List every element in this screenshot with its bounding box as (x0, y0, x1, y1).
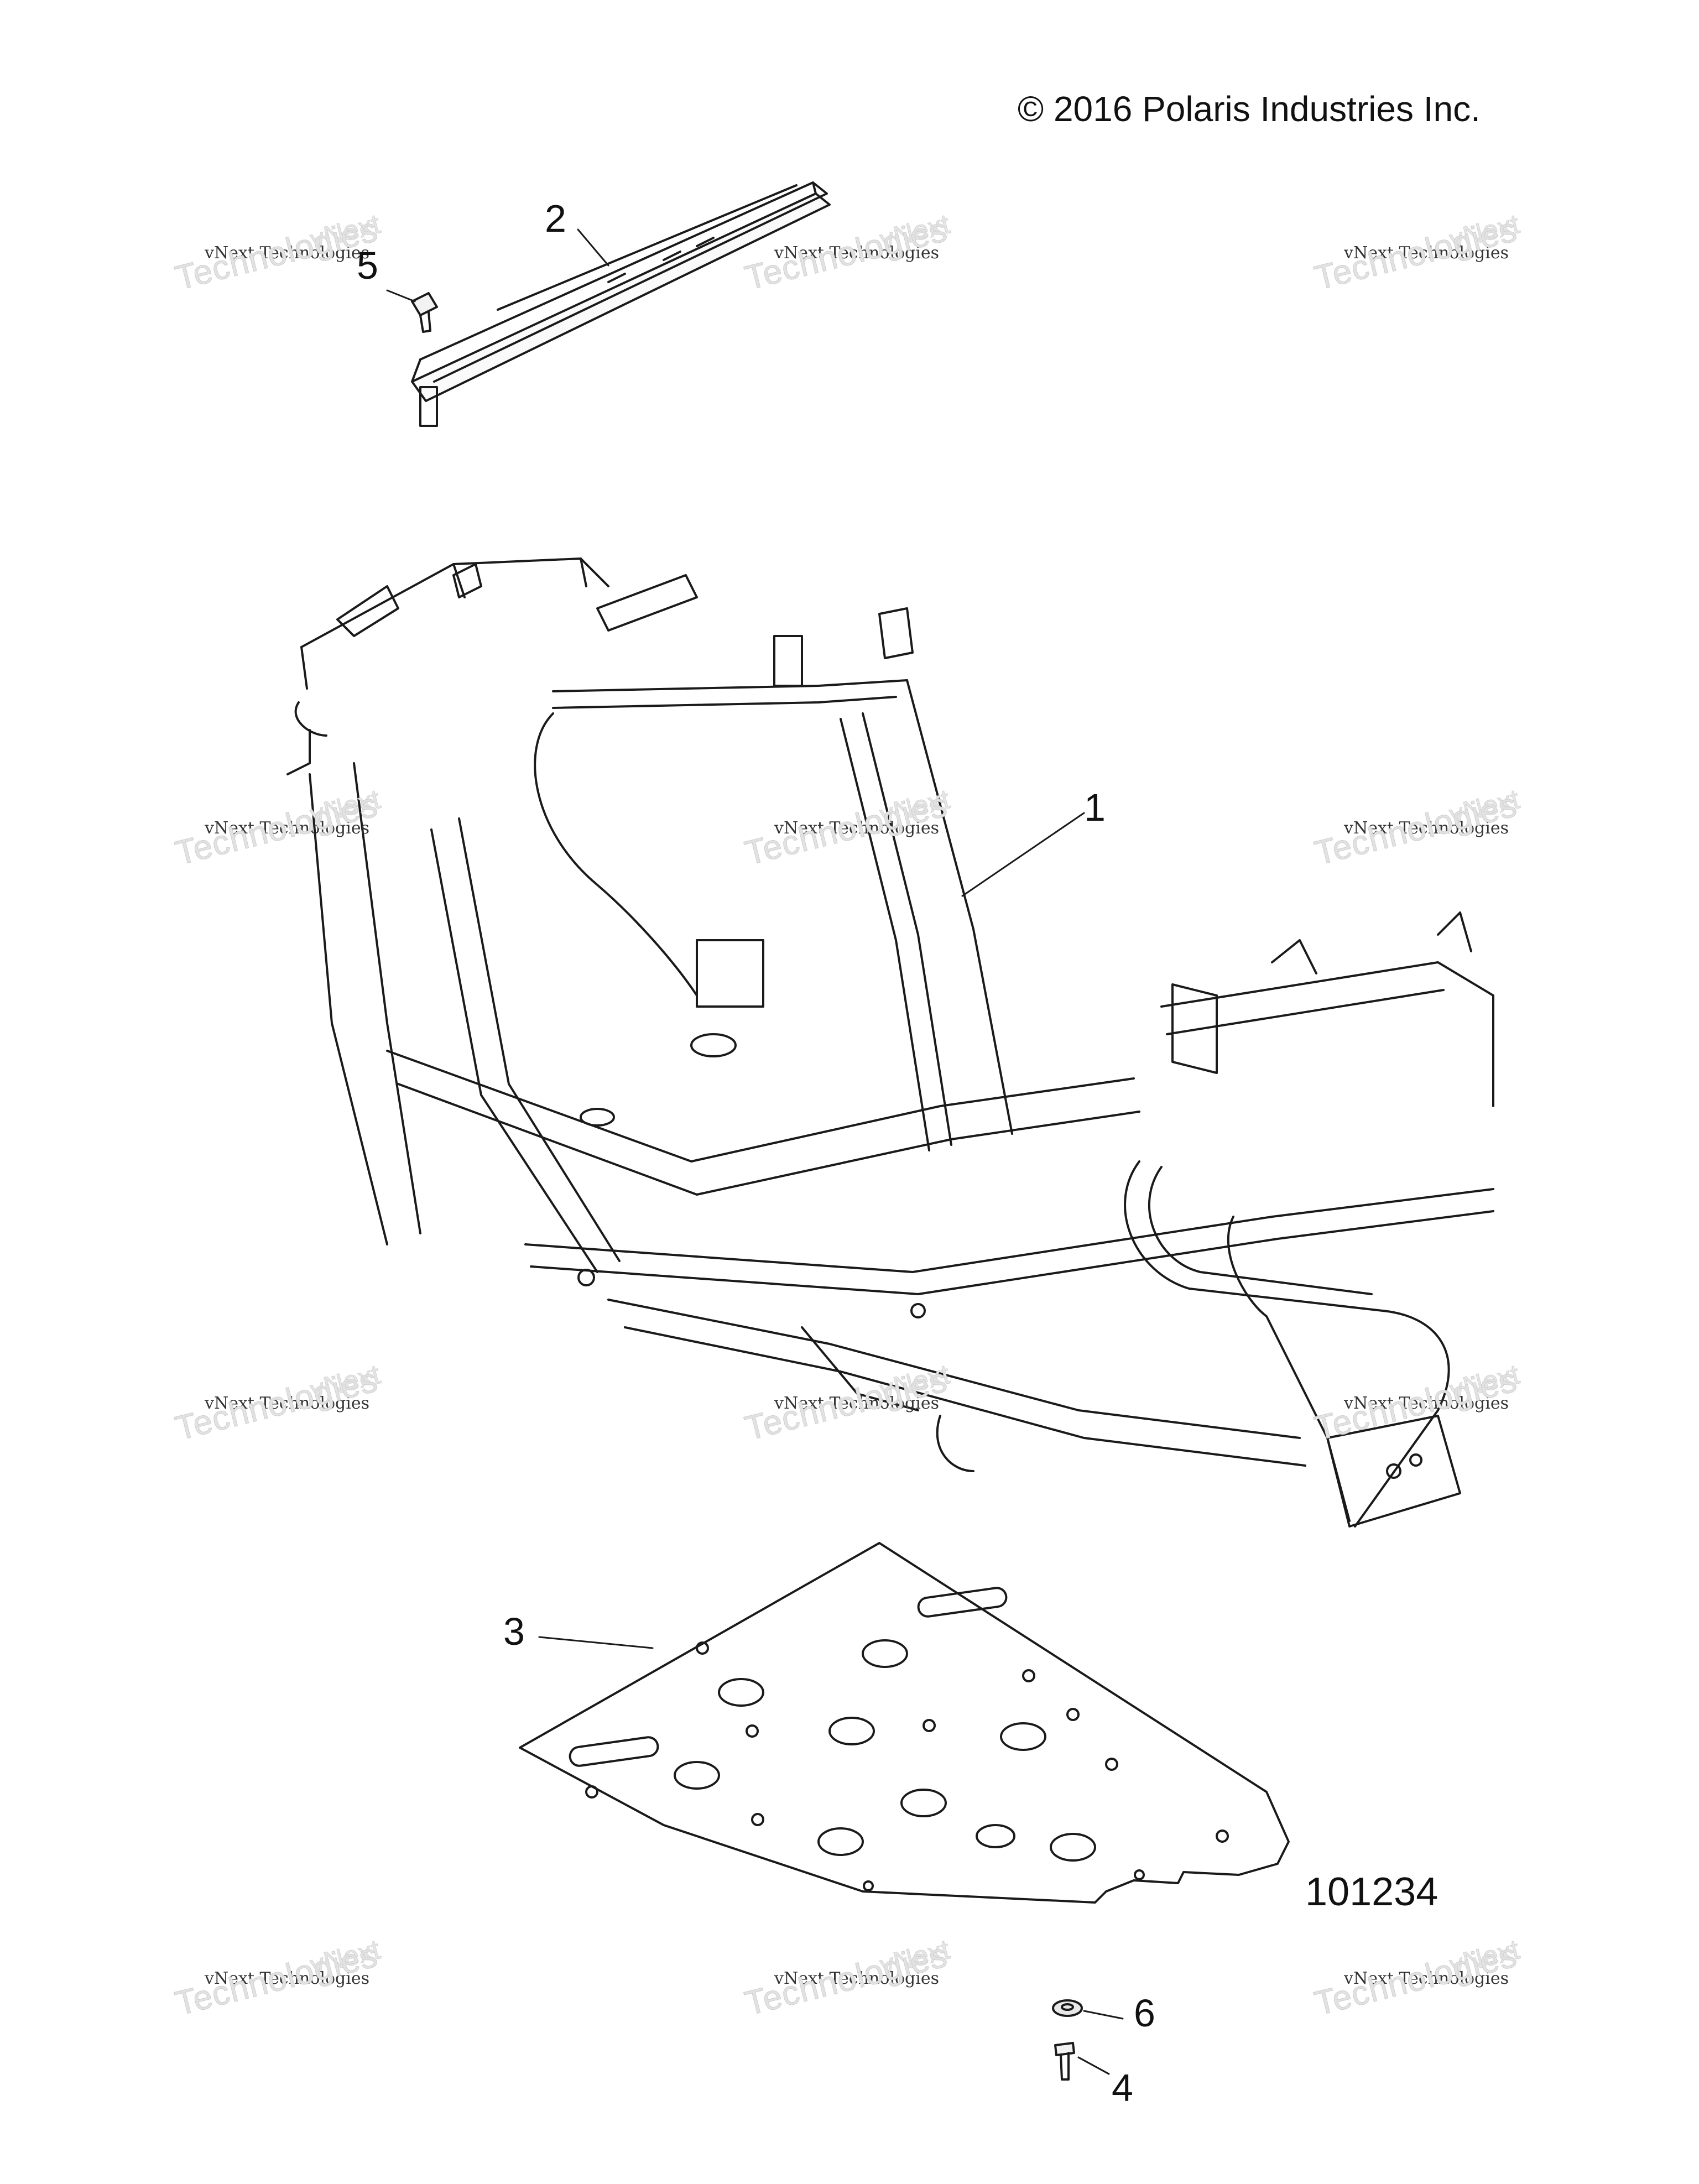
leader-lines (386, 228, 1124, 2075)
figure-number: 101234 (1305, 1870, 1439, 1914)
copyright-notice: © 2016 Polaris Industries Inc. (1018, 89, 1481, 129)
part-4-bolt (1054, 2042, 1075, 2081)
watermark: vNext vNext Technologies Technologies (1311, 208, 1523, 298)
watermark: vNext vNext Technologies Technologies (741, 1933, 953, 2024)
watermark: vNext vNext Technologies Technologies (741, 1358, 953, 1448)
watermark: vNext vNext Technologies Technologies (741, 208, 953, 298)
callout-6: 6 (1134, 1992, 1155, 2035)
watermark: vNext vNext Technologies Technologies (1311, 1358, 1523, 1448)
watermark: vNext vNext Technologies Technologies (171, 783, 383, 873)
callout-2: 2 (545, 197, 566, 240)
callout-1: 1 (1084, 786, 1106, 829)
part-2-rail (411, 181, 831, 427)
part-6-washer (1052, 1999, 1083, 2017)
part-5-bolt (411, 292, 438, 333)
watermark: vNext vNext Technologies Technologies (171, 208, 383, 298)
callout-4: 4 (1112, 2066, 1133, 2109)
callout-3: 3 (503, 1610, 525, 1653)
watermark: vNext vNext Technologies Technologies (1311, 1933, 1523, 2024)
watermark: vNext vNext Technologies Technologies (171, 1358, 383, 1448)
watermark: vNext vNext Technologies Technologies (741, 783, 953, 873)
watermark: vNext vNext Technologies Technologies (171, 1933, 383, 2024)
watermark: vNext vNext Technologies Technologies (1311, 783, 1523, 873)
part-3-skid-plate (519, 1542, 1290, 1904)
callout-5: 5 (357, 244, 378, 287)
part-1-frame (286, 557, 1494, 1528)
